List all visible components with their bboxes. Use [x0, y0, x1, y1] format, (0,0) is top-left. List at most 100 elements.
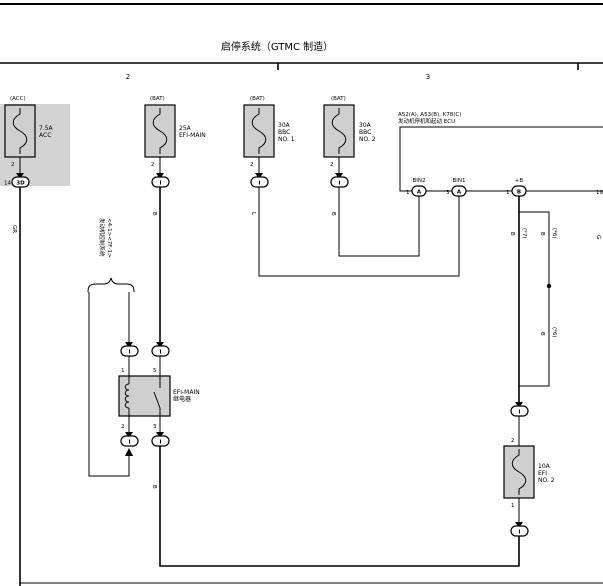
wire-code-edge: G: [595, 235, 601, 239]
wire-engine-return: [88, 292, 130, 477]
connector-relay-1-glyph: I: [128, 350, 130, 356]
ecu-pin-bin1-num: 3: [446, 190, 450, 196]
arrow-engine-return: [125, 448, 133, 456]
ecu-title-2: 发动机停机和起动 ECU: [398, 117, 455, 125]
fuse-bbc1-name2: NO. 1: [278, 136, 295, 143]
fuse-efimain-pin: 2: [151, 162, 155, 168]
ecu-pin-plusb-conn: B: [517, 190, 521, 196]
fuse-bbc2-pin: 2: [330, 162, 334, 168]
ecu-pin-plusb-label: +B: [515, 178, 524, 184]
connector-relay-5-glyph: I: [159, 350, 161, 356]
relay-box: [118, 375, 171, 417]
fuse-bbc2-name2: NO. 2: [359, 136, 376, 143]
wire-tag-branch: (*6): [551, 228, 557, 239]
fuse-efi2-rating: 10A: [538, 463, 551, 470]
relay-switch-contact: [153, 391, 161, 409]
fuse-acc-symbol: [12, 108, 28, 154]
fuse-acc-source: (ACC): [10, 96, 26, 102]
wire-code-plusb: B: [509, 232, 515, 236]
connector-acc-code: 3D: [16, 181, 25, 187]
arrow-relay-2: [125, 432, 133, 438]
arrow-efi2-top: [515, 402, 523, 408]
connector-acc-num: 14: [4, 181, 11, 187]
fuse-acc-pin: 2: [11, 162, 15, 168]
fuse-efimain-rating: 25A: [179, 125, 192, 132]
wire-relay-to-efi2: [159, 446, 520, 567]
ecu-pin-bin2-conn: A: [417, 190, 422, 196]
ecu-pin-bin2-label: BIN2: [412, 178, 425, 184]
ecu-box: [399, 126, 603, 192]
fuse-bbc2: (BAT) 30A BBC NO. 2 2: [323, 96, 376, 168]
wire-tag-plusb: (*7): [521, 228, 527, 239]
wire-bbc1-to-bin1: [258, 187, 460, 277]
arrow-relay-1: [125, 342, 133, 348]
section-number-2: 2: [126, 73, 130, 81]
fuse-acc-name: ACC: [39, 132, 51, 139]
engine-control-brace: [87, 277, 135, 293]
ecu-pin-bin2-num: 1: [406, 190, 410, 196]
connector-bbc2-glyph: I: [338, 181, 340, 187]
ecu-title-1: A52(A), A53(B), K78(C): [398, 112, 461, 118]
engine-control-sub: <4-1><7F-1>: [106, 218, 112, 258]
fuse-efi2-symbol: [511, 449, 527, 495]
connector-efimain-glyph: I: [159, 181, 161, 187]
wire-tag-branch2: (*6): [551, 327, 557, 338]
fuse-bbc2-source: (BAT): [331, 96, 346, 102]
relay-efimain: 1 5 2 3 EFI-MAIN 继电器: [118, 356, 200, 436]
wire-code-bbc2: B: [330, 212, 336, 216]
connector-relay-3-glyph: I: [159, 440, 161, 446]
fuse-efimain: (BAT) 25A EFI-MAIN 2: [144, 96, 206, 168]
fuse-bbc1: (BAT) 30A BBC NO. 1 2: [243, 96, 295, 168]
splice-dot: [546, 283, 552, 289]
arrow-bbc1: [255, 173, 263, 179]
connector-relay-2-glyph: I: [128, 440, 130, 446]
fuse-efi2-name2: NO. 2: [538, 477, 555, 484]
fuse-bbc1-pin: 2: [250, 162, 254, 168]
ecu-pin-bin1: 3 A: [446, 185, 467, 197]
wire-code-branch: B: [539, 232, 545, 236]
fuse-efimain-name: EFI-MAIN: [179, 132, 206, 139]
engine-control-label: 发动机控制系统: [98, 218, 106, 257]
fuse-efimain-symbol: [152, 108, 168, 154]
connector-bbc1-glyph: I: [258, 181, 260, 187]
section-number-3: 3: [426, 73, 430, 81]
ecu-pin-bin2: 1 A: [406, 185, 427, 197]
wire-bbc2-to-bin2: [338, 187, 420, 257]
arrow-relay-3: [156, 432, 164, 438]
ecu-pin-bin1-label: BIN1: [452, 178, 465, 184]
relay-coil: [124, 383, 130, 409]
ecu-edge-num: 19: [596, 190, 603, 196]
arrow-acc: [16, 173, 24, 179]
wire-code-bbc1: L: [250, 212, 256, 216]
wire-plusb-branch: [519, 211, 550, 387]
fuse-efi2-pin-top: 2: [511, 438, 515, 444]
wire-code-branch2: B: [539, 332, 545, 336]
arrow-relay-5: [156, 342, 164, 348]
fuse-bbc1-name: BBC: [278, 129, 290, 136]
wire-code-relay-out: B: [151, 485, 157, 489]
diagram-title: 启停系统（GTMC 制造）: [221, 40, 333, 53]
arrow-efi2-bottom: [515, 522, 523, 528]
fuse-efi2: 2 10A EFI NO. 2 1: [503, 438, 555, 509]
fuse-bbc1-source: (BAT): [250, 96, 265, 102]
fuse-bbc2-name: BBC: [359, 129, 371, 136]
relay-pin-2: 2: [121, 424, 125, 430]
connector-relay-3: [151, 435, 170, 447]
ecu-pin-plusb: 1 B: [506, 185, 527, 197]
relay-pin-3: 3: [153, 424, 157, 430]
fuse-efimain-source: (BAT): [150, 96, 165, 102]
fuse-acc-rating: 7.5A: [39, 125, 54, 132]
arrow-bbc2: [335, 173, 343, 179]
relay-pin-5: 5: [153, 368, 157, 374]
connector-efi2-bottom-glyph: I: [518, 530, 520, 536]
relay-name: EFI-MAIN: [173, 389, 200, 396]
fuse-bbc1-symbol: [251, 108, 267, 154]
wire-code-acc: GR: [11, 225, 17, 233]
relay-name2: 继电器: [173, 395, 191, 403]
fuse-acc: (ACC) 7.5A ACC 2: [4, 96, 54, 168]
ecu-pin-bin1-conn: A: [457, 190, 462, 196]
ecu-pin-plusb-num: 1: [506, 190, 510, 196]
fuse-bbc1-rating: 30A: [278, 122, 291, 129]
wire-code-efimain: B: [151, 212, 157, 216]
